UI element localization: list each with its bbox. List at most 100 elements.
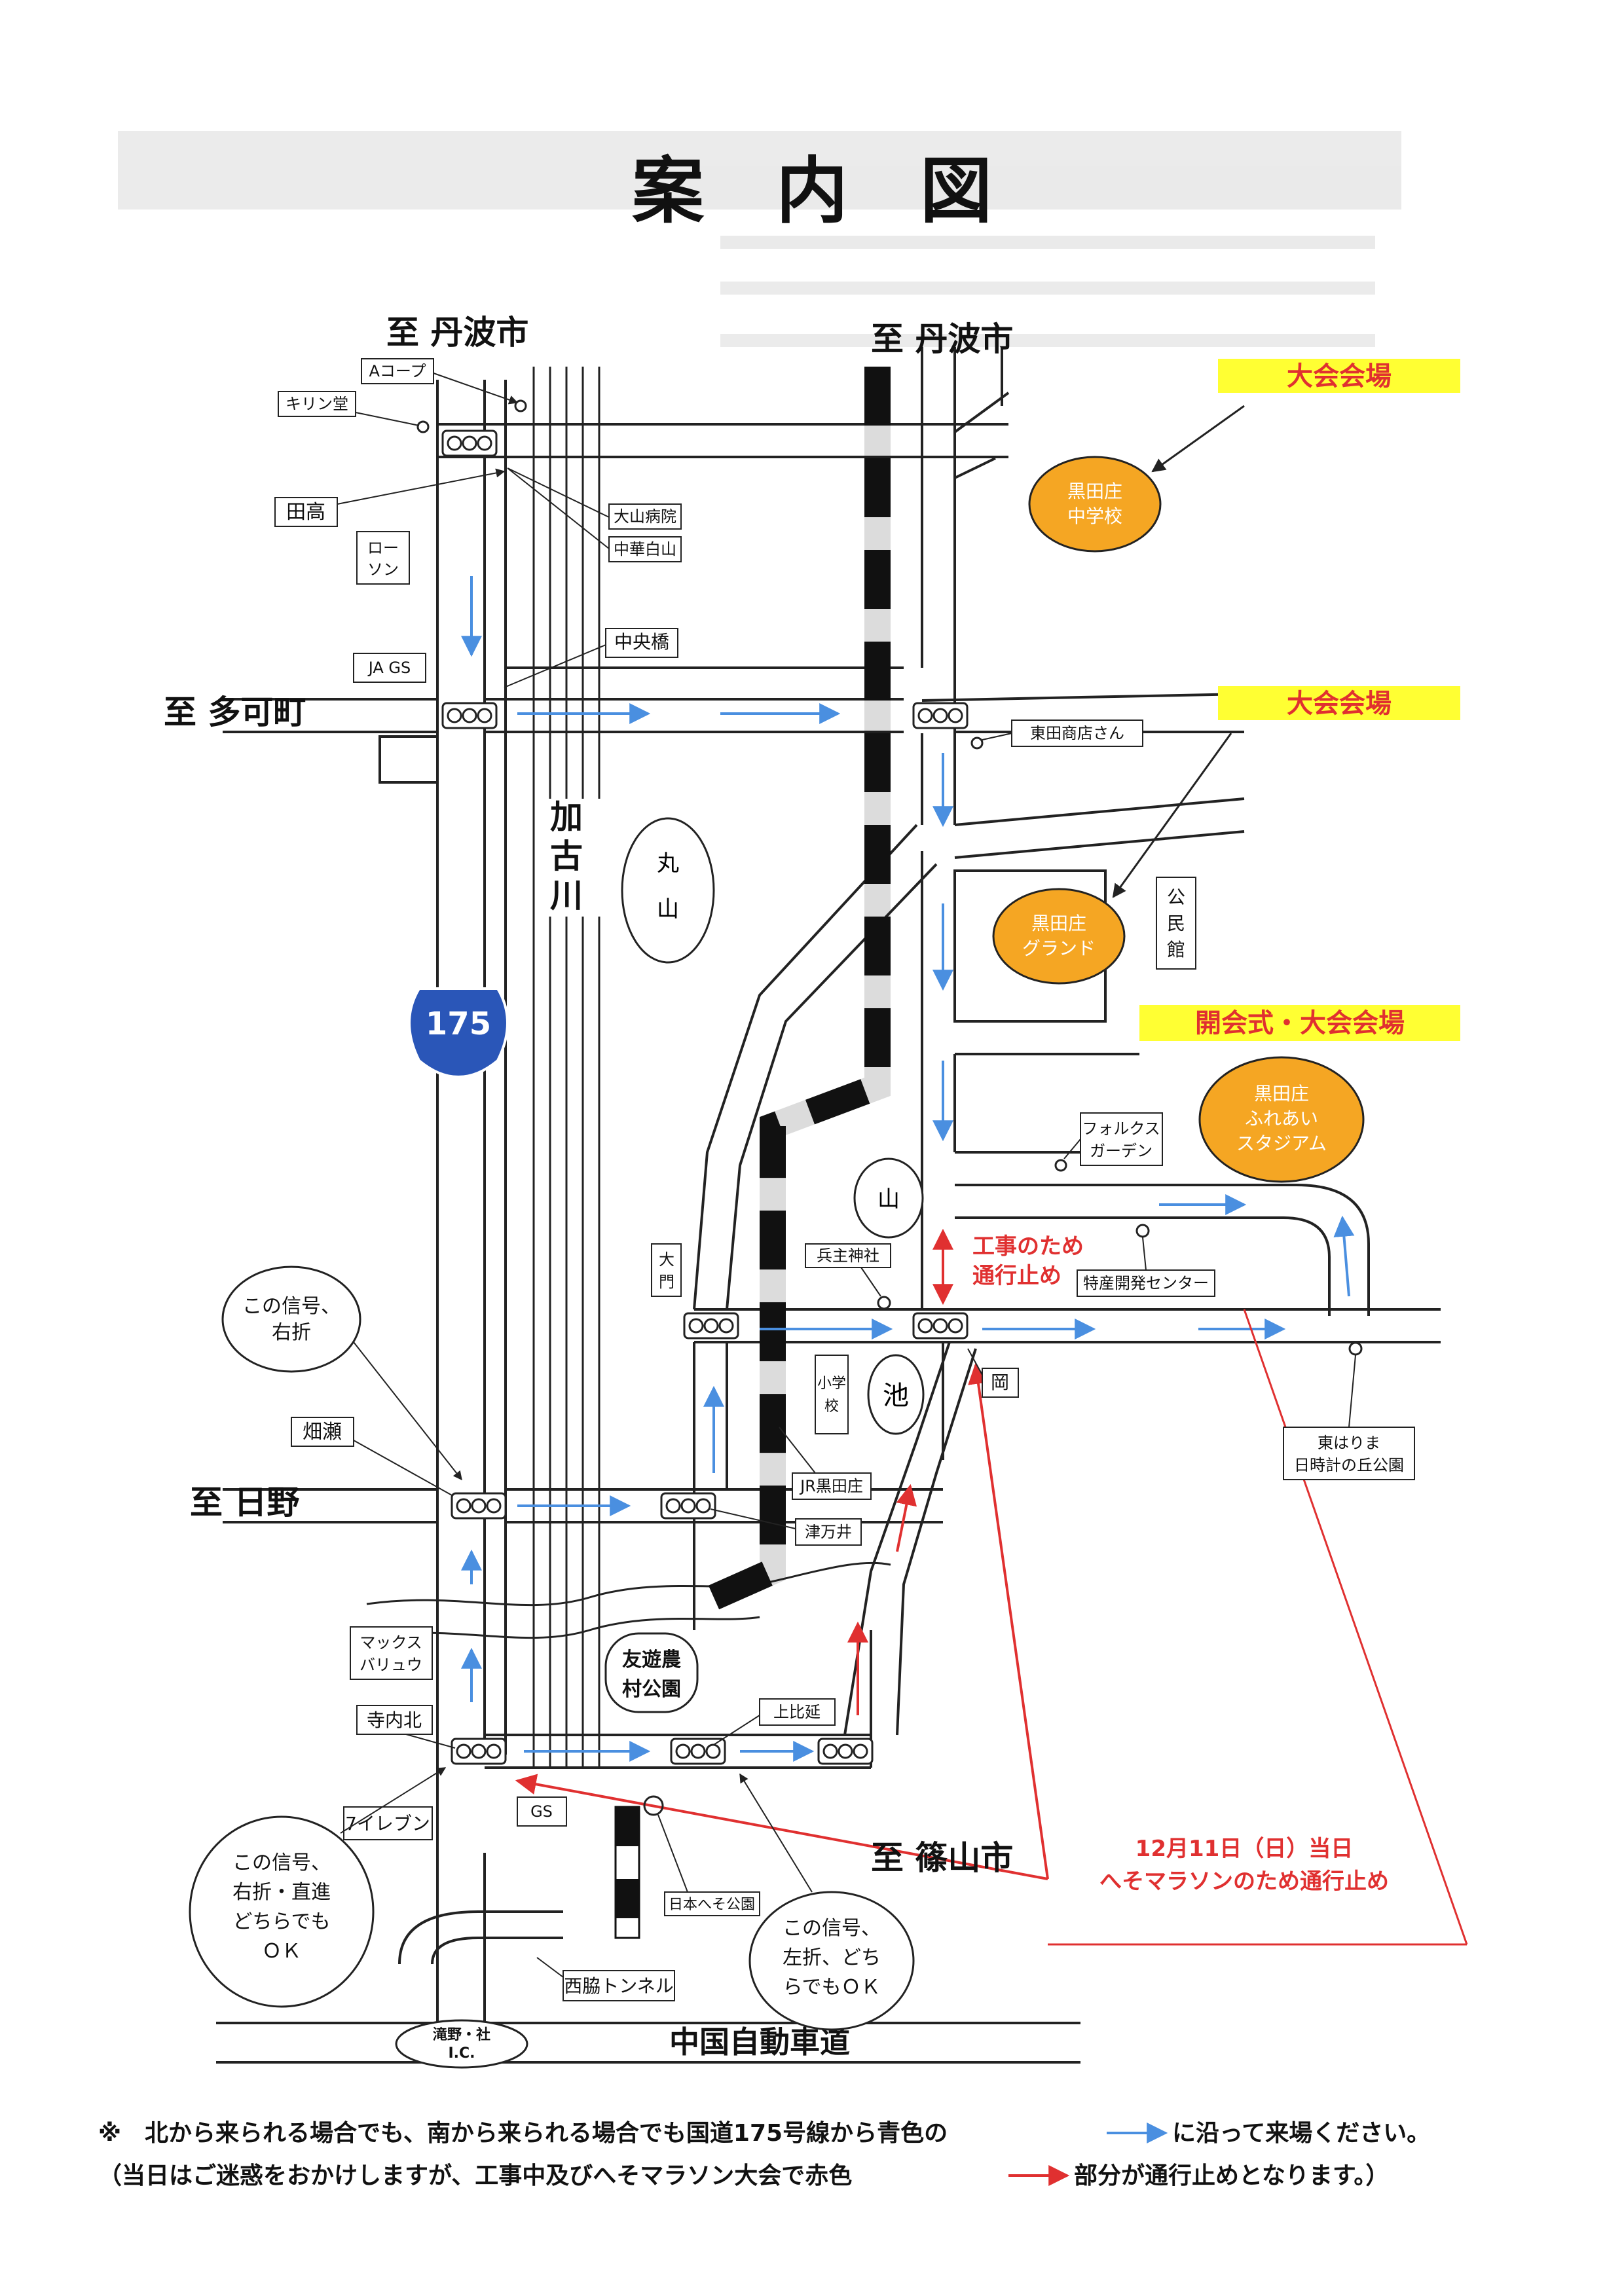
- label-hyozu: 兵主神社: [817, 1247, 879, 1265]
- svg-text:※ 北から来られる場合でも、南から来られる場合でも国道175: ※ 北から来られる場合でも、南から来られる場合でも国道175号線から青色の: [98, 2120, 948, 2147]
- label-ja-gs: JA GS: [367, 659, 411, 677]
- svg-text:部分が通行止めとなります。）: 部分が通行止めとなります。）: [1074, 2162, 1389, 2189]
- direction-hino: 至 日野: [190, 1484, 299, 1522]
- svg-text:民: 民: [1167, 913, 1185, 934]
- svg-text:校: 校: [824, 1398, 839, 1415]
- svg-text:この信号、: この信号、: [242, 1295, 341, 1318]
- svg-text:黒田庄: 黒田庄: [1031, 913, 1086, 934]
- svg-text:この信号、: この信号、: [783, 1917, 881, 1940]
- label-gs: GS: [530, 1802, 553, 1821]
- svg-text:丸: 丸: [657, 850, 679, 877]
- svg-text:門: 門: [659, 1273, 674, 1291]
- svg-text:この信号、: この信号、: [232, 1851, 331, 1874]
- svg-text:公: 公: [1167, 886, 1185, 908]
- route-175-sign: 175: [408, 987, 509, 1078]
- speech-bubbles: この信号、 右折 この信号、 右折・直進 どちらでも ＯＫ この信号、 左折、ど…: [189, 1266, 915, 2031]
- yama-hill: [853, 1157, 924, 1239]
- svg-text:館: 館: [1167, 939, 1185, 960]
- svg-text:ＯＫ: ＯＫ: [262, 1940, 301, 1963]
- svg-text:マックス: マックス: [360, 1633, 422, 1652]
- svg-text:通行止め: 通行止め: [972, 1263, 1061, 1289]
- svg-text:大: 大: [659, 1250, 674, 1269]
- svg-text:日時計の丘公園: 日時計の丘公園: [1294, 1456, 1404, 1474]
- svg-text:加: 加: [550, 798, 583, 836]
- label-chuokyo: 中央橋: [614, 631, 669, 653]
- direction-tamba-left: 至 丹波市: [386, 314, 528, 352]
- svg-text:へそマラソンのため通行止め: へそマラソンのため通行止め: [1099, 1868, 1389, 1895]
- svg-text:右折・直進: 右折・直進: [232, 1881, 331, 1904]
- svg-text:ロー: ロー: [367, 539, 399, 557]
- traffic-signals: [441, 429, 969, 1765]
- svg-text:12月11日（日）当日: 12月11日（日）当日: [1135, 1836, 1354, 1862]
- bleed-through: [118, 131, 1401, 347]
- svg-text:山: 山: [657, 896, 679, 922]
- creek: [366, 1583, 760, 1607]
- label-terauchikita: 寺内北: [367, 1709, 422, 1731]
- direction-sasayama: 至 篠山市: [871, 1839, 1013, 1877]
- svg-text:に沿って来場ください。: に沿って来場ください。: [1172, 2120, 1430, 2147]
- maruyama-hill: [621, 817, 715, 964]
- svg-text:村公園: 村公園: [622, 1678, 681, 1701]
- label-acoop: Aコープ: [369, 362, 426, 380]
- label-kirindo: キリン堂: [286, 395, 348, 413]
- svg-text:ふれあい: ふれあい: [1245, 1108, 1318, 1129]
- roads: [216, 347, 1441, 2064]
- railway-jr: [614, 367, 891, 1939]
- label-tokusan: 特産開発センター: [1083, 1274, 1209, 1292]
- svg-text:黒田庄: 黒田庄: [1254, 1083, 1309, 1104]
- svg-text:左折、どち: 左折、どち: [783, 1946, 881, 1969]
- label-jr-kurodasho: JR黒田庄: [799, 1477, 863, 1495]
- svg-text:友遊農: 友遊農: [622, 1649, 681, 1671]
- svg-text:（当日はご迷惑をおかけしますが、工事中及びへそマラソン大会で: （当日はご迷惑をおかけしますが、工事中及びへそマラソン大会で赤色: [98, 2162, 852, 2189]
- landmarks: Aコープ キリン堂 田高 大山病院 中華白山 ロー ソン JA GS 中央橋 東…: [274, 358, 1415, 2069]
- recommended-route: [461, 576, 1355, 1762]
- label-chugoku-expressway: 中国自動車道: [669, 2024, 850, 2060]
- svg-text:スタジアム: スタジアム: [1236, 1133, 1327, 1154]
- label-chuka-hakusan: 中華白山: [614, 540, 676, 558]
- svg-text:中学校: 中学校: [1067, 505, 1122, 527]
- svg-text:小学: 小学: [817, 1376, 846, 1392]
- label-tadaka: 田高: [286, 501, 325, 524]
- label-seven: 7イレブン: [345, 1813, 430, 1834]
- pond: [867, 1354, 925, 1435]
- venue-tag-3: 開会式・大会会場: [1195, 1008, 1405, 1038]
- page-title: 案 内 図: [632, 149, 992, 233]
- svg-text:古: 古: [550, 837, 583, 875]
- label-hatase: 畑瀬: [303, 1421, 342, 1444]
- river-label: 加 古 川: [550, 798, 583, 915]
- label-higashida: 東田商店さん: [1030, 724, 1124, 742]
- closures: [515, 1228, 1049, 1880]
- svg-text:ガーデン: ガーデン: [1090, 1142, 1153, 1160]
- venue-tag-1: 大会会場: [1287, 361, 1392, 392]
- svg-text:川: 川: [550, 877, 583, 915]
- svg-text:ソン: ソン: [367, 560, 399, 579]
- direction-taka: 至 多可町: [164, 693, 306, 731]
- venue-tag-2: 大会会場: [1287, 689, 1392, 719]
- direction-tamba-right: 至 丹波市: [871, 320, 1013, 358]
- svg-text:フォルクス: フォルクス: [1082, 1120, 1160, 1138]
- label-nishiwaki-tunnel: 西脇トンネル: [564, 1975, 673, 1997]
- label-kamihie: 上比延: [773, 1703, 821, 1721]
- svg-text:グランド: グランド: [1022, 938, 1096, 959]
- svg-text:東はりま: 東はりま: [1318, 1434, 1380, 1452]
- svg-text:岡: 岡: [991, 1372, 1009, 1393]
- svg-text:池: 池: [883, 1381, 909, 1411]
- closure-notes: 工事のため 通行止め 12月11日（日）当日 へそマラソンのため通行止め: [972, 1233, 1389, 1895]
- svg-text:175: 175: [426, 1006, 491, 1042]
- label-oyama-hospital: 大山病院: [614, 507, 676, 526]
- label-heso-park: 日本へそ公園: [669, 1897, 755, 1913]
- svg-text:どちらでも: どちらでも: [232, 1910, 330, 1933]
- svg-text:黒田庄: 黒田庄: [1067, 481, 1122, 502]
- svg-text:I.C.: I.C.: [448, 2045, 475, 2062]
- footer-notes: ※ 北から来られる場合でも、南から来られる場合でも国道175号線から青色の に沿…: [98, 2120, 1430, 2189]
- svg-text:工事のため: 工事のため: [972, 1233, 1084, 1260]
- svg-text:らでもＯＫ: らでもＯＫ: [783, 1976, 880, 1999]
- svg-text:滝野・社: 滝野・社: [433, 2026, 490, 2043]
- label-tsumai: 津万井: [805, 1523, 852, 1541]
- svg-text:バリュウ: バリュウ: [360, 1656, 422, 1674]
- venues: 大会会場 黒田庄 中学校 大会会場 黒田庄 グランド 開会式・大会会場 黒田庄 …: [992, 359, 1460, 1183]
- svg-text:山: 山: [877, 1186, 900, 1212]
- kako-river: [532, 367, 600, 1768]
- svg-text:右折: 右折: [272, 1321, 311, 1344]
